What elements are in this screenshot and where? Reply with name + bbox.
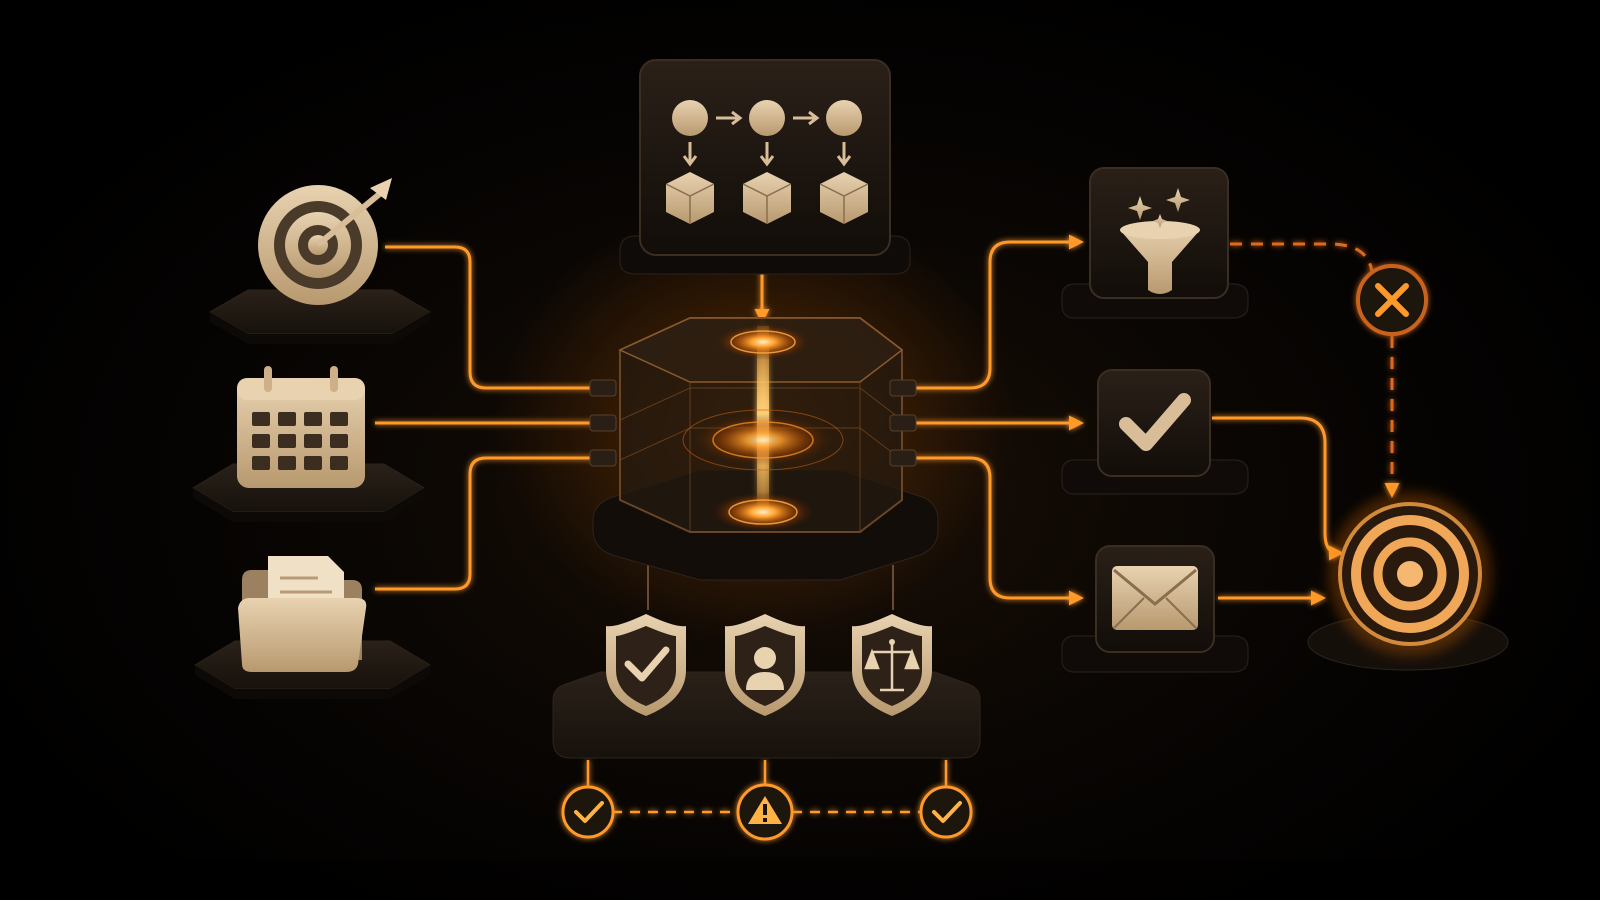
core-ports-left [589,379,617,467]
core-processor [589,317,939,581]
envelope-icon [1112,566,1198,630]
connector-filter-to-reject [1230,242,1374,273]
output-message [1061,545,1249,673]
warning-circle-icon [736,783,794,841]
bullseye-icon [1338,502,1482,646]
connector-goal-to-core [385,245,596,390]
checkmark-icon [1119,393,1191,451]
target-arrow-icon [258,178,392,305]
floor-shadow [0,860,1600,900]
final-target [1307,492,1509,671]
check-circle-icon [561,785,615,839]
connector-core-to-filter [915,234,1084,390]
core-ports-right [889,379,917,467]
output-approve [1061,369,1249,495]
workflow-nodes-icon [665,100,869,224]
workflow-panel-board [639,59,891,256]
output-approve-tile [1097,369,1211,477]
connector-files-to-core [375,456,596,591]
governance-panel [552,614,981,759]
folder-documents-icon [238,556,367,672]
validation-row [561,783,973,841]
input-files [194,556,431,699]
calendar-icon [237,366,365,488]
funnel-sparkle-icon [1120,188,1200,294]
connectors [375,234,1400,814]
shield-scales-icon [852,614,932,716]
glowing-processor-cube-icon [682,324,844,532]
shield-check-icon [606,614,686,716]
output-filter [1061,167,1249,319]
input-goal [209,178,431,344]
x-circle-icon [1356,264,1428,336]
core-to-governance-lines [647,565,894,610]
input-schedule [192,366,425,522]
connector-approve-to-target [1212,416,1344,561]
check-circle-icon [919,785,973,839]
workflow-panel [619,59,911,275]
connector-core-to-message [915,456,1084,606]
shield-user-icon [725,614,805,716]
